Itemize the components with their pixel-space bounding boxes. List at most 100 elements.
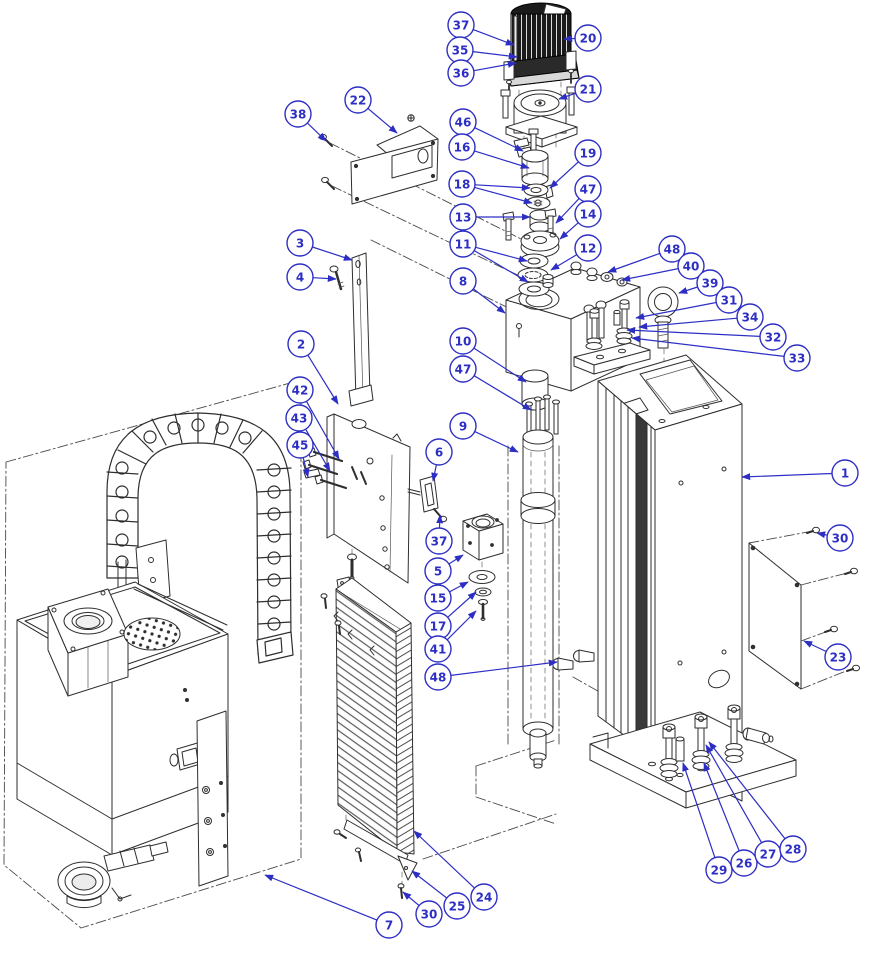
balloon-13 <box>449 203 477 231</box>
balloon-label-48: 48 <box>430 670 447 684</box>
mounting-plate <box>302 413 411 594</box>
balloon-label-26: 26 <box>736 856 753 870</box>
balloon-36 <box>447 59 475 87</box>
leader-line-10 <box>473 347 527 383</box>
balloon-label-2: 2 <box>297 337 305 351</box>
balloon-29 <box>705 856 733 884</box>
leader-line-20 <box>563 35 576 43</box>
balloon-18 <box>448 170 476 198</box>
balloon-label-6: 6 <box>435 445 443 459</box>
reservoir-tank <box>16 539 229 909</box>
leader-line-9 <box>474 431 519 453</box>
balloon-label-5: 5 <box>434 564 442 578</box>
leader-line-5 <box>448 554 464 565</box>
leader-line-2 <box>307 354 339 405</box>
leader-line-31 <box>635 301 717 320</box>
leader-line-39 <box>678 286 698 294</box>
balloon-label-15: 15 <box>430 591 447 605</box>
balloon-label-47: 47 <box>580 182 597 196</box>
balloon-label-25: 25 <box>449 899 466 913</box>
balloon-label-31: 31 <box>721 293 738 307</box>
leader-line-38 <box>306 122 327 142</box>
balloon-label-46: 46 <box>455 115 472 129</box>
balloon-12 <box>574 234 602 262</box>
balloon-label-9: 9 <box>459 419 467 433</box>
leader-line-7 <box>264 874 378 921</box>
balloon-label-21: 21 <box>580 82 597 96</box>
balloon-label-4: 4 <box>296 270 304 284</box>
balloon-label-14: 14 <box>580 207 597 221</box>
leader-line-48 <box>450 659 558 676</box>
balloon-48 <box>424 663 452 691</box>
balloon-label-48: 48 <box>664 242 681 256</box>
balloon-label-30: 30 <box>832 531 849 545</box>
balloon-26 <box>730 849 758 877</box>
balloon-label-42: 42 <box>292 383 309 397</box>
leader-line-30 <box>402 891 420 907</box>
balloon-37 <box>425 527 453 555</box>
leader-line-21 <box>558 92 576 100</box>
balloon-label-1: 1 <box>841 466 849 480</box>
cable-chain <box>106 412 294 664</box>
leader-line-17 <box>447 591 477 618</box>
leader-line-37 <box>472 29 515 46</box>
top-plate <box>573 342 651 375</box>
leader-line-11 <box>475 246 528 263</box>
guide-bar <box>329 252 374 407</box>
balloon-label-40: 40 <box>683 259 700 273</box>
balloon-label-27: 27 <box>760 847 777 861</box>
pump-mount-block <box>462 513 504 621</box>
coupling-housing <box>500 86 578 158</box>
balloon-4 <box>286 263 314 291</box>
leader-line-6 <box>431 464 439 482</box>
balloon-45 <box>286 431 314 459</box>
balloon-38 <box>284 100 312 128</box>
balloon-label-33: 33 <box>789 351 806 365</box>
leader-line-42 <box>305 401 340 460</box>
balloon-41 <box>424 635 452 663</box>
balloon-28 <box>779 835 807 863</box>
balloon-label-8: 8 <box>459 274 467 288</box>
leader-line-33 <box>631 335 785 357</box>
leader-line-11 <box>473 250 529 283</box>
balloon-10 <box>449 327 477 355</box>
balloon-32 <box>759 323 787 351</box>
balloon-16 <box>448 133 476 161</box>
balloon-label-45: 45 <box>292 438 309 452</box>
leader-line-23 <box>803 640 827 653</box>
key-46 <box>513 137 530 149</box>
leader-line-32 <box>626 326 761 337</box>
leader-line-30 <box>816 531 828 539</box>
balloon-39 <box>696 269 724 297</box>
balloon-label-3: 3 <box>296 236 304 250</box>
leader-line-3 <box>312 246 353 261</box>
leader-line-24 <box>413 830 475 889</box>
pump-head-block <box>505 261 679 392</box>
balloon-label-38: 38 <box>290 107 307 121</box>
leader-line-12 <box>550 254 578 271</box>
balloon-20 <box>574 24 602 52</box>
balloon-label-39: 39 <box>702 276 719 290</box>
pump-tube <box>520 394 560 769</box>
leader-line-47 <box>555 198 580 224</box>
leader-line-27 <box>705 744 763 843</box>
balloon-label-24: 24 <box>476 890 493 904</box>
heatsink <box>320 577 418 899</box>
balloon-5 <box>424 557 452 585</box>
balloon-7 <box>375 911 403 939</box>
balloon-40 <box>677 252 705 280</box>
leader-line-41 <box>446 610 477 641</box>
leader-line-47 <box>473 375 532 411</box>
leader-lines <box>264 29 833 921</box>
leader-line-40 <box>621 268 679 282</box>
balloon-3 <box>286 229 314 257</box>
balloon-label-19: 19 <box>580 146 597 160</box>
balloon-43 <box>285 404 313 432</box>
leader-line-34 <box>638 317 738 330</box>
leader-line-37 <box>436 514 444 529</box>
leader-line-36 <box>473 61 517 72</box>
balloon-34 <box>736 303 764 331</box>
balloon-42 <box>286 376 314 404</box>
balloon-label-23: 23 <box>830 650 847 664</box>
